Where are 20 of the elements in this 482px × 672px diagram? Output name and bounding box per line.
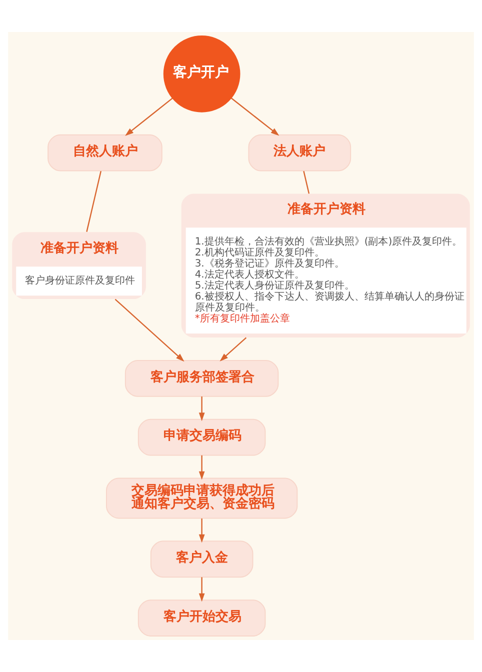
node-circle: 客户开户 — [163, 36, 240, 112]
arrow — [198, 455, 205, 480]
node-box: 客户开始交易 — [138, 600, 266, 636]
arrow — [198, 396, 205, 422]
arrow — [125, 98, 173, 136]
arrow — [198, 518, 205, 543]
arrow — [114, 298, 184, 362]
arrow — [220, 337, 247, 362]
node-box: 申请交易编码 — [138, 418, 266, 456]
node-box: 准备开户资料 客户身份证原件及复印件 — [12, 232, 146, 300]
node-box: 客户入金 — [150, 540, 254, 578]
connector — [86, 170, 102, 232]
node-box: 法人账户 — [248, 134, 352, 172]
node-box: 准备开户资料 1.提供年检，合法有效的《营业执照》(副本)原件及复印件。 2.机构代码证原件及复印件。 3.《税务登记证》原件及复印件。 4.法定代表人授权文件。 5.法定代表人身份证原件及复印件。 6.被授权人、指令下达人、资调拨人、结算单确认人的身份证原件及复印件。 *所有复印件加盖公章 — [181, 194, 470, 338]
arrow — [230, 98, 280, 136]
node-box: 自然人账户 — [48, 134, 162, 172]
node-box: 交易编码申请获得成功后通知客户交易、资金密码 — [106, 478, 298, 519]
connector — [303, 170, 310, 194]
arrow — [198, 577, 205, 602]
node-box: 客户服务部签署合 — [124, 360, 279, 397]
